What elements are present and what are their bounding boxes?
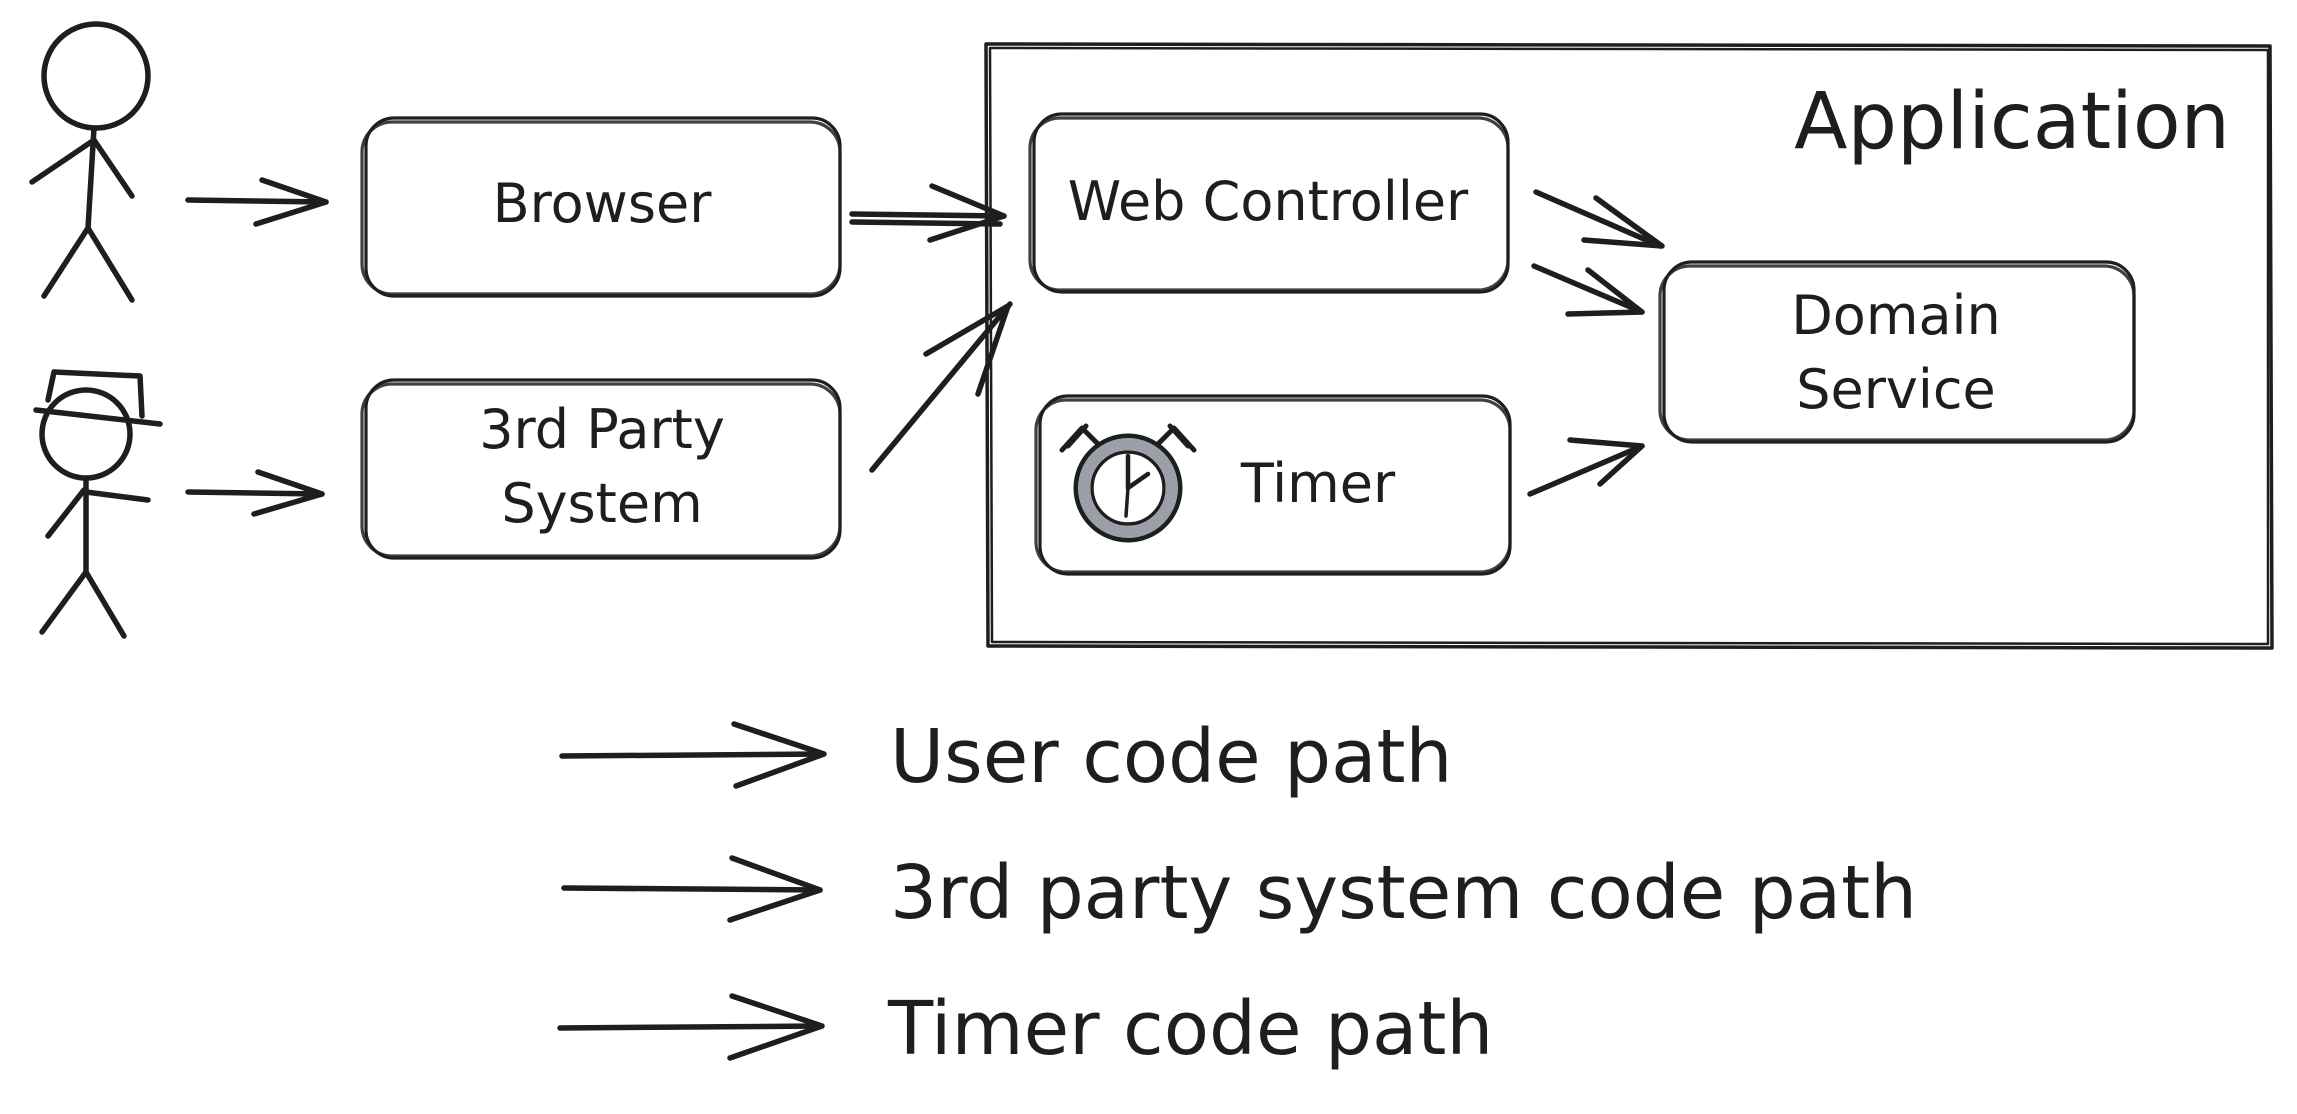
actor-to-browser-arrow [185,177,329,227]
browser-label: Browser [493,172,713,235]
application-label: Application [1794,77,2230,167]
web-controller-label: Web Controller [1068,170,1469,233]
browser-to-web-controller-arrow [849,183,1007,243]
web-controller-to-domain-service-arrow [1533,189,1665,249]
legend-third-party-path-label: 3rd party system code path [890,850,1917,936]
stick-figure-hat-icon [33,369,163,639]
actor-to-third-party-arrow [185,469,325,517]
domain-service-label-line1: Domain [1791,284,2001,347]
legend-user-path-label: User code path [890,714,1452,800]
stick-figure-user-icon [29,21,151,303]
third-party-label-line1: 3rd Party [479,398,725,461]
third-party-label-line2: System [501,472,702,535]
browser-node: Browser [360,116,842,298]
domain-service-node: Domain Service [1658,260,2136,444]
legend-item-third-party-path: 3rd party system code path [561,850,1917,936]
alarm-clock-icon [1059,423,1197,543]
legend-item-user-path: User code path [559,714,1452,800]
legend-item-timer-path: Timer code path [557,986,1493,1072]
timer-label: Timer [1240,452,1396,515]
domain-service-label-line2: Service [1796,358,1996,421]
user-actor [29,21,151,303]
legend: User code path 3rd party system code pat… [557,714,1917,1072]
legend-timer-path-label: Timer code path [887,986,1493,1072]
web-controller-to-domain-service-green-arrow [1531,263,1645,317]
third-party-to-web-controller-arrow [869,301,1013,473]
timer-node: Timer [1034,394,1512,576]
timer-to-domain-service-arrow [1527,437,1645,497]
web-controller-node: Web Controller [1028,112,1510,294]
third-party-actor [33,369,163,639]
third-party-system-node: 3rd Party System [360,378,842,560]
application-container: Application [984,42,2274,650]
